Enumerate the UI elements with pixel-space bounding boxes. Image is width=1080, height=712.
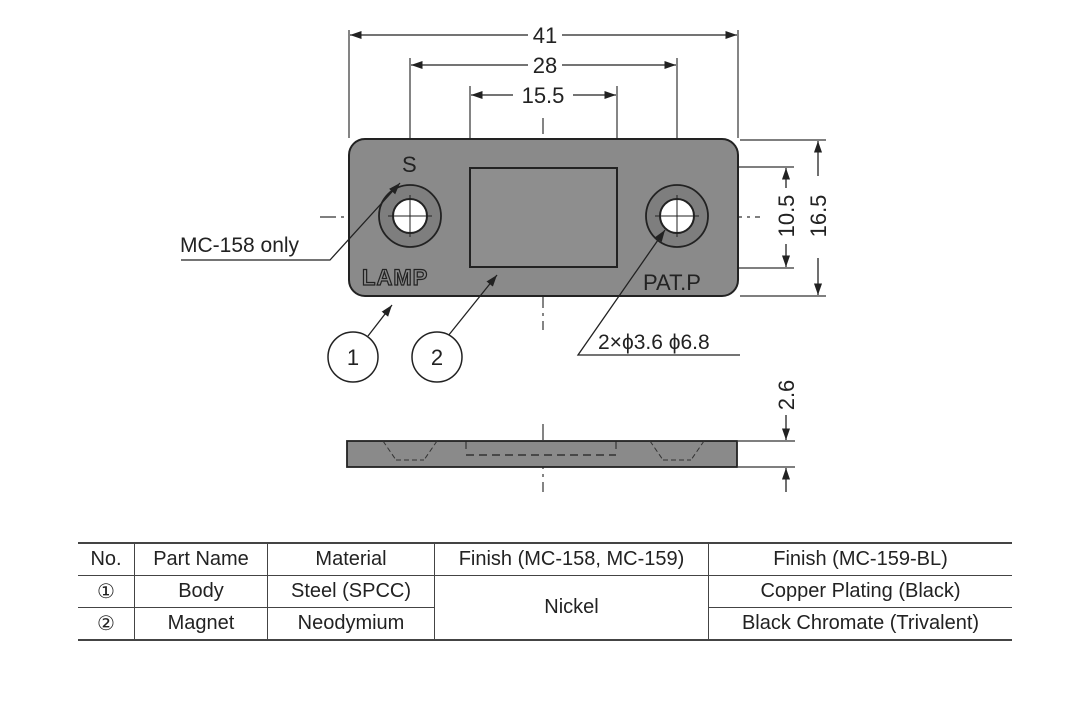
dimension-lines (350, 30, 823, 492)
cell-no: ② (97, 613, 115, 635)
magnet (469, 167, 618, 268)
table-row: ② Magnet Neodymium Black Chromate (Triva… (78, 607, 1012, 640)
leader-holes (576, 229, 740, 356)
leader-lines (181, 182, 740, 356)
header-no: No. (90, 548, 122, 570)
pat-p-mark: PAT.P (643, 270, 701, 295)
cell-finish-bl: Black Chromate (Trivalent) (708, 607, 1012, 640)
cell-finish-bl: Copper Plating (Black) (708, 575, 1012, 608)
hole-callout: 2×ϕ3.6 ϕ6.8 (598, 331, 710, 354)
parts-table: No. Part Name Material Finish (MC-158, M… (78, 542, 1012, 641)
cell-part-name: Body (134, 575, 268, 608)
side-view (346, 440, 738, 468)
dim-2.6-text: 2.6 (774, 380, 799, 411)
cell-material: Neodymium (267, 607, 435, 640)
leader-1 (367, 304, 393, 337)
cell-no: ① (97, 581, 115, 603)
s-mark: S (402, 152, 417, 177)
cell-material: Steel (SPCC) (267, 575, 435, 608)
dim-15.5-text: 15.5 (522, 83, 565, 108)
table-row: ① Body Steel (SPCC) Nickel Copper Platin… (78, 575, 1012, 640)
dim-28-text: 28 (533, 53, 557, 78)
balloon-1-text: 1 (347, 345, 359, 370)
header-material: Material (267, 543, 435, 576)
dim-10.5-text: 10.5 (774, 195, 799, 238)
table-header-row: No. Part Name Material Finish (MC-158, M… (78, 543, 1012, 576)
balloon-1 (327, 331, 379, 383)
leader-2 (447, 274, 498, 337)
cell-part-name: Magnet (134, 607, 268, 640)
header-finish-std: Finish (MC-158, MC-159) (434, 543, 709, 576)
cell-finish-std: Nickel (434, 575, 709, 640)
right-hole (645, 184, 709, 248)
dim-16.5-text: 16.5 (806, 195, 831, 238)
mc158-only-label: MC-158 only (180, 234, 300, 257)
dim-41-text: 41 (533, 23, 557, 48)
header-finish-bl: Finish (MC-159-BL) (708, 543, 1012, 576)
balloon-2-text: 2 (431, 345, 443, 370)
header-part-name: Part Name (134, 543, 268, 576)
balloon-2 (411, 331, 463, 383)
left-hole (378, 184, 442, 248)
lamp-logo: LAMP (362, 265, 428, 290)
leader-mc158 (181, 182, 401, 261)
